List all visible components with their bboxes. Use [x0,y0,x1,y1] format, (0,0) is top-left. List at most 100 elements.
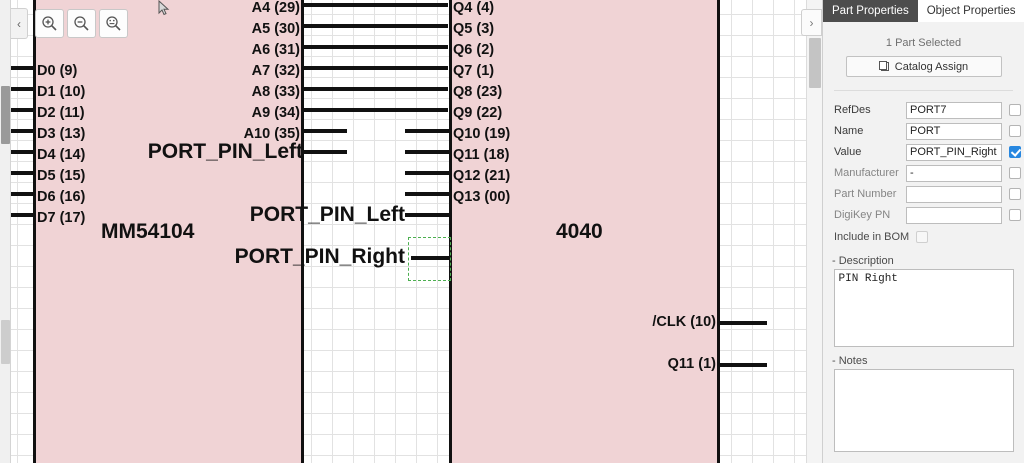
refdes-checkbox[interactable] [1009,104,1021,116]
pin-label: A6 (31) [251,42,300,58]
refdes-input[interactable] [906,101,1002,119]
scrollbar-thumb-secondary[interactable] [1,320,10,364]
schematic-canvas[interactable]: D0 (9) D1 (10) D2 (11) D3 (13) D4 (14) D… [0,0,822,463]
pin-label: Q6 (2) [453,42,495,58]
pin-wire[interactable] [8,129,35,133]
value-checkbox[interactable] [1009,146,1021,158]
field-label-refdes: RefDes [834,104,871,116]
pin-wire[interactable] [405,129,450,133]
pin-wire[interactable] [8,213,35,217]
pin-wire[interactable] [303,3,448,7]
pin-wire[interactable] [8,87,35,91]
pin-wire[interactable] [8,108,35,112]
scrollbar-thumb[interactable] [809,38,821,88]
zoom-toolbar [35,9,128,38]
pin-wire[interactable] [405,150,450,154]
part-number-checkbox[interactable] [1009,188,1021,200]
component-name-label: MM54104 [101,220,195,243]
pin-label: Q5 (3) [453,21,495,37]
zoom-fit-button[interactable] [99,9,128,38]
pin-wire[interactable] [303,66,448,70]
component-4040[interactable] [449,0,720,463]
notes-textarea[interactable] [833,369,1014,452]
pin-label: A4 (29) [251,0,300,16]
pin-label: A5 (30) [251,21,300,37]
pin-wire[interactable] [8,192,35,196]
pin-wire[interactable] [719,321,767,325]
description-heading: - Description [832,255,894,267]
zoom-in-button[interactable] [35,9,64,38]
name-checkbox[interactable] [1009,125,1021,137]
pin-label: /CLK (10) [652,314,716,330]
pin-label: Q4 (4) [453,0,495,16]
panel-divider [834,90,1013,91]
pin-wire[interactable] [405,192,450,196]
pin-label: A7 (32) [251,63,300,79]
field-label-manufacturer: Manufacturer [834,167,899,179]
pin-wire[interactable] [8,150,35,154]
pin-label: A9 (34) [251,105,300,121]
pin-label: D2 (11) [37,105,85,121]
part-number-input[interactable] [906,185,1002,203]
tab-object-properties[interactable]: Object Properties [917,0,1024,22]
component-mm54104[interactable] [33,0,304,463]
pin-label: A8 (33) [251,84,300,100]
pin-wire[interactable] [8,171,35,175]
pin-wire-selected[interactable] [411,256,450,260]
pin-wire[interactable] [405,213,450,217]
pin-wire[interactable] [303,24,448,28]
zoom-out-icon [74,16,89,31]
field-label-include-in-bom: Include in BOM [834,231,910,243]
field-label-part-number: Part Number [834,188,897,200]
manufacturer-checkbox[interactable] [1009,167,1021,179]
pin-wire[interactable] [303,108,448,112]
digikey-pn-input[interactable] [906,206,1002,224]
manufacturer-input[interactable] [906,164,1002,182]
catalog-assign-button[interactable]: Catalog Assign [845,56,1002,77]
name-input[interactable] [906,122,1002,140]
scrollbar-thumb[interactable] [1,86,10,144]
value-input[interactable] [906,143,1002,161]
pin-label: D4 (14) [37,147,86,163]
selection-count-label: 1 Part Selected [885,37,962,49]
pin-wire[interactable] [303,129,347,133]
expand-right-panel-button[interactable]: › [801,9,822,36]
pin-wire[interactable] [405,171,450,175]
field-row-manufacturer: Manufacturer [823,163,1024,183]
canvas-vertical-scrollbar[interactable] [806,0,822,463]
pin-wire[interactable] [719,363,767,367]
tab-part-properties[interactable]: Part Properties [823,0,918,22]
field-label-value: Value [834,146,862,158]
selection-handle-box[interactable] [408,237,451,281]
properties-tabbar: Part Properties Object Properties [823,0,1024,22]
field-label-digikey-pn: DigiKey PN [834,209,891,221]
pin-label: D7 (17) [37,210,86,226]
pin-label: Q12 (21) [453,168,511,184]
zoom-fit-icon [106,16,121,31]
pin-label: Q11 (18) [453,147,510,163]
zoom-out-button[interactable] [67,9,96,38]
pin-label: D6 (16) [37,189,86,205]
pin-wire[interactable] [303,45,448,49]
include-in-bom-checkbox[interactable] [916,231,929,243]
pin-label: Q13 (00) [453,189,511,205]
component-name-label: 4040 [556,220,603,243]
pin-label: D0 (9) [37,63,78,79]
field-row-part-number: Part Number [823,184,1024,204]
digikey-pn-checkbox[interactable] [1009,209,1021,221]
pin-wire[interactable] [8,66,35,70]
pin-label: Q11 (1) [667,356,716,372]
pin-wire[interactable] [303,150,347,154]
pin-label: D1 (10) [37,84,86,100]
port-pin-label-selected: PORT_PIN_Right [234,245,405,268]
pin-wire[interactable] [303,87,448,91]
collapse-left-panel-button[interactable]: ‹ [11,8,28,39]
description-textarea[interactable]: PIN Right [833,269,1014,347]
port-pin-label: PORT_PIN_Left [147,140,303,163]
canvas-left-scrollbar[interactable] [0,0,11,463]
port-pin-label: PORT_PIN_Left [249,203,405,226]
field-row-name: Name [823,121,1024,141]
properties-panel: Part Properties Object Properties 1 Part… [822,0,1024,463]
field-row-digikey-pn: DigiKey PN [823,205,1024,225]
field-row-refdes: RefDes [823,100,1024,120]
